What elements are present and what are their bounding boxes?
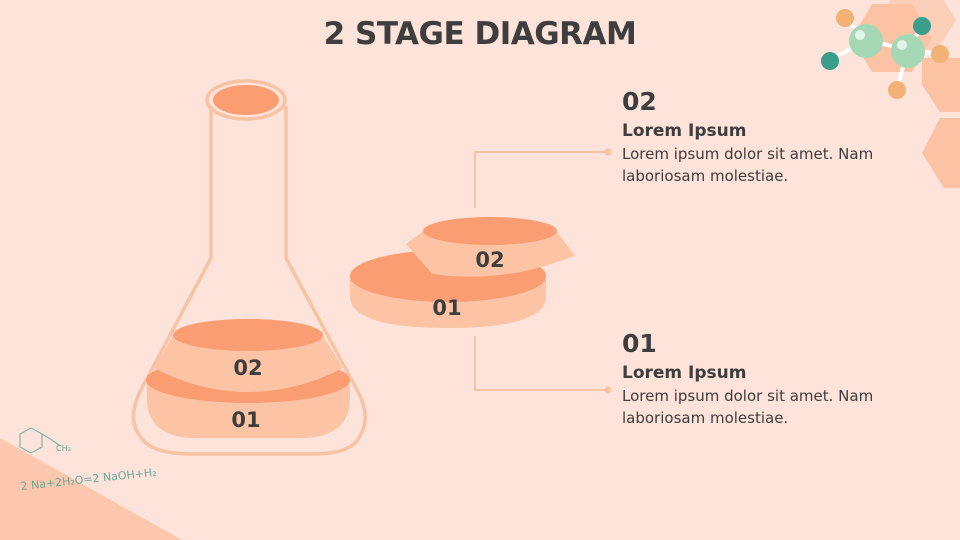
methyl-label: CH₃ bbox=[56, 444, 71, 453]
exploded-stack bbox=[350, 217, 575, 328]
stage-body: Lorem ipsum dolor sit amet. Nam laborios… bbox=[622, 145, 874, 185]
stage-heading: Lorem Ipsum bbox=[622, 121, 747, 141]
flask-label-01: 01 bbox=[231, 408, 261, 432]
molecule-icon bbox=[821, 9, 949, 99]
stack-label-01: 01 bbox=[432, 296, 462, 320]
flask-layer-02 bbox=[154, 336, 343, 392]
stage-number: 01 bbox=[622, 329, 657, 358]
stage-body: Lorem ipsum dolor sit amet. Nam laborios… bbox=[622, 387, 874, 427]
flask-icon bbox=[131, 79, 367, 456]
stage-number: 02 bbox=[622, 87, 657, 116]
connector-lines bbox=[474, 148, 612, 394]
flask-outline bbox=[131, 106, 367, 456]
benzene-icon bbox=[19, 427, 61, 454]
page-title: 2 STAGE DIAGRAM bbox=[323, 16, 637, 52]
stage-block-02: 02 Lorem Ipsum Lorem ipsum dolor sit ame… bbox=[622, 87, 882, 187]
stage-block-01: 01 Lorem Ipsum Lorem ipsum dolor sit ame… bbox=[622, 329, 882, 429]
stage-heading: Lorem Ipsum bbox=[622, 363, 747, 383]
stack-layer-02 bbox=[406, 232, 575, 277]
flask-label-02: 02 bbox=[233, 356, 263, 380]
corner-triangle bbox=[0, 438, 182, 540]
stack-label-02: 02 bbox=[475, 248, 505, 272]
